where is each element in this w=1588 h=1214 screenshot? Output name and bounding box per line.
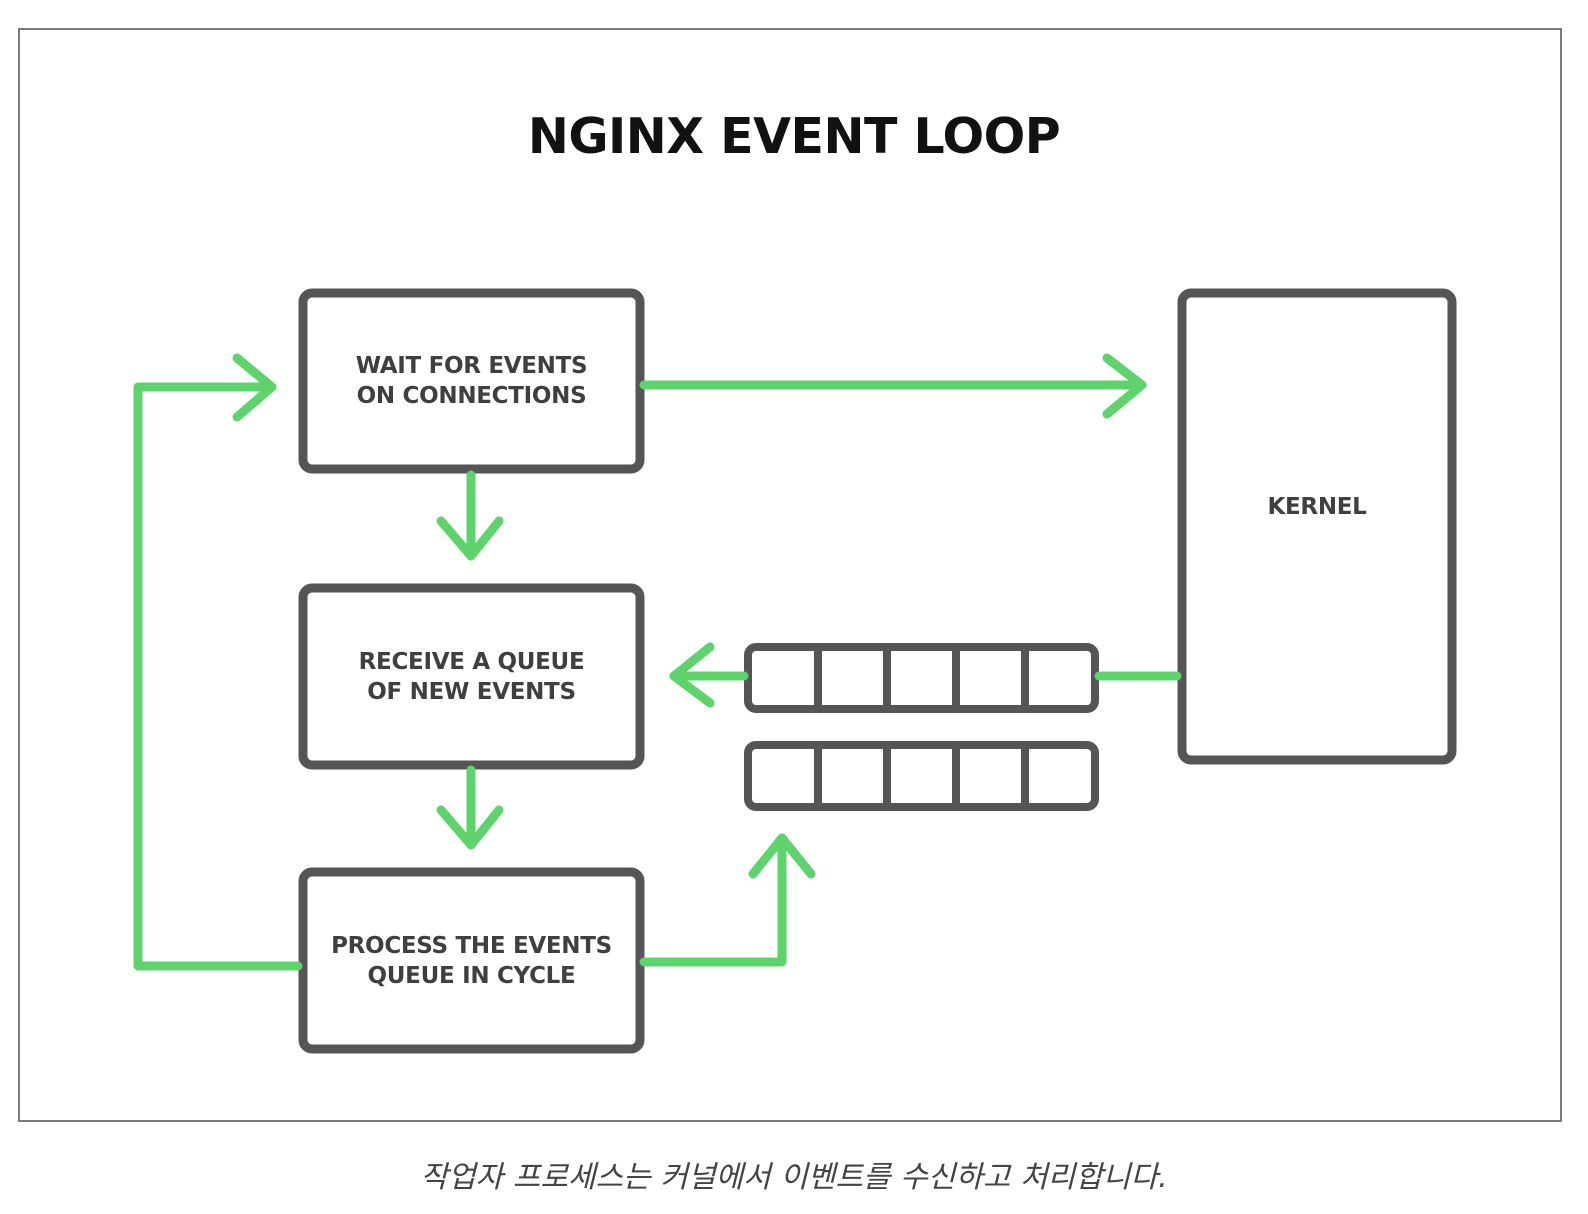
node-wait-line1: WAIT FOR EVENTS bbox=[355, 353, 588, 379]
node-kernel-text: KERNEL bbox=[1267, 494, 1367, 520]
diagram-title: NGINX EVENT LOOP bbox=[527, 108, 1061, 165]
figure-caption: 작업자 프로세스는 커널에서 이벤트를 수신하고 처리합니다. bbox=[420, 1160, 1168, 1195]
node-kernel-box bbox=[1177, 288, 1457, 765]
node-process-label: PROCESS THE EVENTS QUEUE IN CYCLE bbox=[303, 872, 640, 1049]
node-receive-line2: OF NEW EVENTS bbox=[367, 678, 576, 705]
node-wait-label: WAIT FOR EVENTS ON CONNECTIONS bbox=[303, 293, 640, 469]
arrow-queue-to-receive bbox=[669, 642, 749, 708]
node-kernel-label: KERNEL bbox=[1182, 293, 1452, 721]
event-queue-2 bbox=[744, 741, 1099, 811]
arrow-wait-to-kernel bbox=[639, 353, 1147, 419]
arrow-wait-to-receive bbox=[436, 470, 504, 561]
event-queue-1 bbox=[744, 643, 1099, 713]
node-receive-box bbox=[298, 583, 645, 770]
diagram-frame bbox=[18, 28, 1562, 1122]
arrow-receive-to-process bbox=[436, 765, 504, 850]
node-wait-line2: ON CONNECTIONS bbox=[356, 383, 587, 409]
node-wait-box bbox=[298, 288, 645, 474]
node-process-line2: QUEUE IN CYCLE bbox=[367, 962, 576, 989]
node-process-line1: PROCESS THE EVENTS bbox=[331, 932, 612, 959]
arrow-process-to-wait bbox=[133, 353, 303, 971]
node-receive-label: RECEIVE A QUEUE OF NEW EVENTS bbox=[303, 588, 640, 765]
node-receive-line1: RECEIVE A QUEUE bbox=[358, 648, 585, 675]
arrow-process-to-queue bbox=[639, 833, 816, 967]
